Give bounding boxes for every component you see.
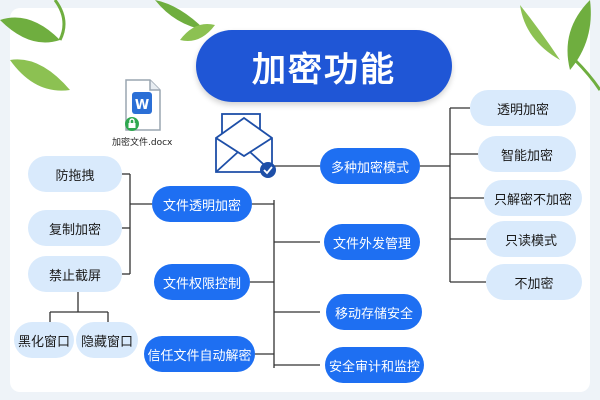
node-no-screenshot: 禁止截屏 <box>28 256 122 292</box>
leaf-decoration-top-left <box>0 0 70 91</box>
node-anti-drag: 防拖拽 <box>28 156 122 192</box>
node-removable-storage-security: 移动存储安全 <box>326 294 422 330</box>
node-file-permission-control: 文件权限控制 <box>154 264 250 300</box>
file-name-label: 加密文件.docx <box>112 138 173 148</box>
node-multiple-encryption-modes: 多种加密模式 <box>320 148 420 184</box>
node-decrypt-only: 只解密不加密 <box>484 180 582 216</box>
node-blacken-window: 黑化窗口 <box>14 322 74 358</box>
node-trusted-file-auto-decrypt: 信任文件自动解密 <box>144 336 255 372</box>
node-copy-encryption: 复制加密 <box>28 210 122 246</box>
page-title: 加密功能 <box>196 30 452 102</box>
secure-envelope-icon <box>215 113 276 178</box>
node-smart-encryption: 智能加密 <box>478 136 576 172</box>
node-hide-window: 隐藏窗口 <box>76 322 138 358</box>
node-file-outbound-management: 文件外发管理 <box>324 224 420 260</box>
leaf-decoration-top-right <box>520 0 600 91</box>
node-security-audit-monitoring: 安全审计和监控 <box>325 347 424 383</box>
leaf-decoration-top-center <box>155 0 215 41</box>
node-read-only-mode: 只读模式 <box>486 221 576 257</box>
node-transparent-encryption: 透明加密 <box>470 90 576 126</box>
node-no-encryption: 不加密 <box>486 264 582 300</box>
svg-text:W: W <box>135 98 149 113</box>
node-file-transparent-encryption: 文件透明加密 <box>152 186 252 222</box>
word-document-icon: W <box>125 79 161 131</box>
